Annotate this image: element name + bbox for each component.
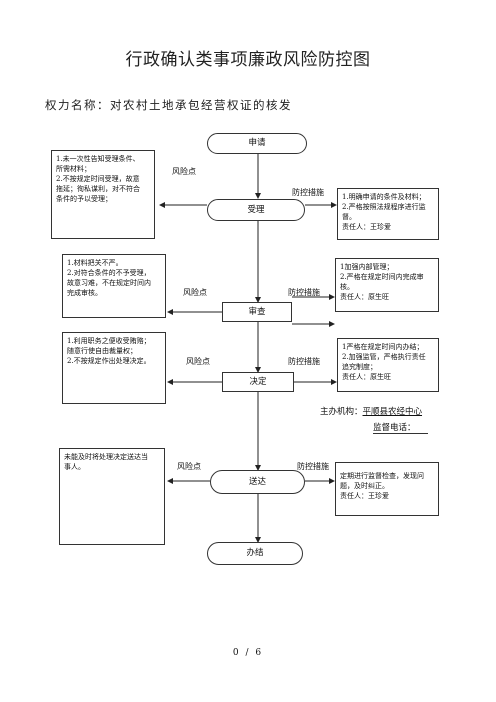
risk-decide-line-1: 1.利用职务之便收受贿赂；	[67, 337, 151, 345]
step-done: 办结	[207, 542, 303, 565]
measure-box-deliver: 定期进行监督检查，发现问 题，及时纠正。 责任人：王珍爱	[335, 462, 439, 516]
step-decide: 决定	[222, 372, 294, 392]
step-deliver: 送达	[210, 470, 305, 494]
step-done-label: 办结	[246, 548, 264, 558]
risk-box-accept: 1.未一次性告知受理条件、 所需材料； 2.不按规定时间受理，故意 拖延；徇私谋…	[51, 150, 155, 239]
organizer-info: 主办机构：平顺县农经中心	[320, 405, 422, 417]
measure-decide-line-3: 追究制度；	[342, 363, 377, 371]
organizer-label: 主办机构：	[320, 407, 363, 417]
step-review: 审查	[222, 302, 292, 322]
risk-decide-line-2: 随意行使自由裁量权；	[67, 347, 137, 355]
risk-review-line-1: 1.材料把关不严。	[67, 259, 123, 267]
step-accept-label: 受理	[247, 205, 265, 215]
supervision-phone: 监督电话：	[373, 421, 428, 434]
risk-label-deliver: 风险点	[177, 462, 201, 471]
prevention-label-deliver: 防控措施	[297, 462, 329, 471]
measure-decide-line-1: 1严格在规定时间内办结；	[342, 343, 424, 351]
page-indicator: 0 / 6	[232, 648, 264, 658]
step-apply: 申请	[207, 133, 307, 154]
risk-box-decide: 1.利用职务之便收受贿赂； 随意行使自由裁量权； 2.不按规定作出处理决定。	[62, 332, 166, 404]
measure-box-accept: 1.明确申请的条件及材料； 2.严格按照法规程序进行监 督。 责任人：王珍爱	[337, 188, 439, 240]
organizer-value: 平顺县农经中心	[362, 407, 423, 417]
measure-accept-line-1: 1.明确申请的条件及材料；	[342, 193, 426, 201]
prevention-label-accept: 防控措施	[292, 188, 324, 197]
risk-accept-line-4: 拖延；徇私谋利，对不符合	[56, 185, 140, 193]
measure-deliver-line-1: 定期进行监督检查，发现问	[340, 472, 424, 480]
risk-review-line-3: 故意习难，不在规定时间内	[67, 279, 151, 287]
measure-review-line-4: 责任人：原生旺	[340, 293, 389, 301]
measure-accept-line-3: 督。	[342, 213, 356, 221]
risk-review-line-4: 完成审核。	[67, 289, 102, 297]
risk-box-deliver: 未能及时将处理决定送达当 事人。	[59, 448, 165, 545]
risk-accept-line-1: 1.未一次性告知受理条件、	[56, 155, 140, 163]
measure-review-line-3: 核。	[340, 283, 354, 291]
risk-decide-line-3: 2.不按规定作出处理决定。	[67, 357, 151, 365]
measure-deliver-line-2: 题，及时纠正。	[340, 482, 389, 490]
risk-accept-line-3: 2.不按规定时间受理，故意	[56, 175, 140, 183]
power-name: 权力名称：对农村土地承包经营权证的核发	[45, 98, 292, 112]
prevention-label-review: 防控措施	[288, 288, 320, 297]
measure-review-line-2: 2.严格在规定时间内完成审	[340, 273, 424, 281]
risk-review-line-2: 2.对符合条件的不予受理，	[67, 269, 151, 277]
risk-accept-line-2: 所需材料；	[56, 165, 91, 173]
risk-label-accept: 风险点	[172, 167, 196, 176]
measure-decide-line-2: 2.加强监管，严格执行责任	[342, 353, 426, 361]
step-deliver-label: 送达	[248, 477, 266, 487]
risk-label-review: 风险点	[183, 288, 207, 297]
risk-label-decide: 风险点	[186, 357, 210, 366]
measure-box-review: 1加强内部管理； 2.严格在规定时间内完成审 核。 责任人：原生旺	[335, 258, 439, 312]
measure-accept-line-4: 责任人：王珍爱	[342, 223, 391, 231]
risk-deliver-line-2: 事人。	[64, 463, 85, 471]
measure-deliver-line-3: 责任人：王珍爱	[340, 492, 389, 500]
prevention-label-decide: 防控措施	[288, 357, 320, 366]
step-review-label: 审查	[248, 307, 266, 317]
page-title: 行政确认类事项廉政风险防控图	[125, 50, 371, 70]
risk-deliver-line-1: 未能及时将处理决定送达当	[64, 453, 148, 461]
measure-accept-line-2: 2.严格按照法规程序进行监	[342, 203, 426, 211]
measure-review-line-1: 1加强内部管理；	[340, 263, 394, 271]
measure-box-decide: 1严格在规定时间内办结； 2.加强监管，严格执行责任 追究制度； 责任人：原生旺	[337, 338, 439, 392]
risk-box-review: 1.材料把关不严。 2.对符合条件的不予受理， 故意习难，不在规定时间内 完成审…	[62, 254, 166, 318]
supervision-phone-label: 监督电话：	[373, 423, 416, 433]
step-apply-label: 申请	[248, 138, 266, 148]
risk-accept-line-5: 条件的予以受理；	[56, 195, 112, 203]
step-decide-label: 决定	[249, 377, 267, 387]
measure-decide-line-4: 责任人：原生旺	[342, 373, 391, 381]
step-accept: 受理	[207, 199, 305, 221]
